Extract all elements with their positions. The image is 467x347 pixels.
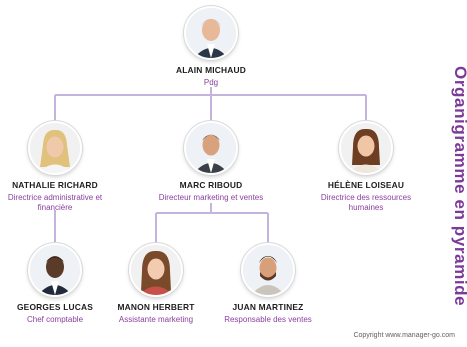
- avatar-georges-lucas: [28, 243, 82, 297]
- org-node-nathalie-richard: NATHALIE RICHARD Directrice administrati…: [0, 121, 115, 213]
- person-name: ALAIN MICHAUD: [175, 65, 247, 75]
- person-role: Directeur marketing et ventes: [158, 193, 264, 202]
- person-role: Chef comptable: [26, 315, 84, 324]
- person-name: NATHALIE RICHARD: [12, 180, 98, 190]
- avatar-manon-herbert: [129, 243, 183, 297]
- org-node-marc-riboud: MARC RIBOUD Directeur marketing et vente…: [151, 121, 271, 203]
- person-role: Responsable des ventes: [224, 315, 312, 324]
- person-role: Directrice administrative et financière: [7, 193, 103, 212]
- person-name: GEORGES LUCAS: [16, 302, 94, 312]
- person-name: MARC RIBOUD: [179, 180, 243, 190]
- org-node-alain-michaud: ALAIN MICHAUD Pdg: [151, 6, 271, 88]
- avatar-helene-loiseau: [339, 121, 393, 175]
- person-name: MANON HERBERT: [117, 302, 195, 312]
- chart-title: Organigramme en pyramide: [451, 66, 467, 307]
- avatar-nathalie-richard: [28, 121, 82, 175]
- person-role: Assistante marketing: [118, 315, 194, 324]
- person-role: Directrice des ressources humaines: [320, 193, 412, 212]
- avatar-marc-riboud: [184, 121, 238, 175]
- avatar-alain-michaud: [184, 6, 238, 60]
- person-name: JUAN MARTINEZ: [232, 302, 304, 312]
- org-node-georges-lucas: GEORGES LUCAS Chef comptable: [0, 243, 115, 325]
- copyright-notice: Copyright www.manager-go.com: [353, 332, 455, 339]
- org-node-manon-herbert: MANON HERBERT Assistante marketing: [96, 243, 216, 325]
- person-role: Pdg: [203, 78, 219, 87]
- org-node-helene-loiseau: HÉLÈNE LOISEAU Directrice des ressources…: [306, 121, 426, 213]
- org-node-juan-martinez: JUAN MARTINEZ Responsable des ventes: [208, 243, 328, 325]
- person-name: HÉLÈNE LOISEAU: [327, 180, 405, 190]
- avatar-juan-martinez: [241, 243, 295, 297]
